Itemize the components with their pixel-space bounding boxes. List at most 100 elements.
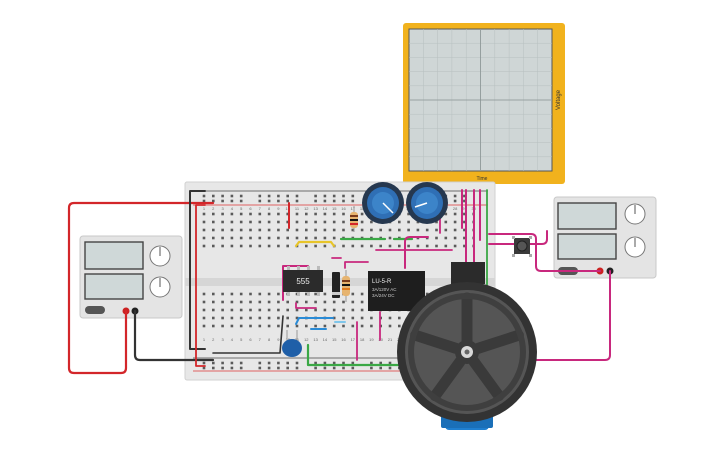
rail-hole[interactable] [277,366,280,370]
breadboard-hole[interactable] [277,308,280,312]
breadboard-hole[interactable] [230,292,234,296]
breadboard-hole[interactable] [323,236,327,240]
breadboard-hole[interactable] [239,300,243,304]
potentiometer-icon[interactable] [406,182,448,224]
rail-hole[interactable] [221,366,224,370]
breadboard-hole[interactable] [435,236,438,240]
breadboard-hole[interactable] [332,308,336,312]
breadboard-hole[interactable] [249,212,252,216]
relay[interactable]: LU-5-R 3A/120V AC 3A/24V DC [368,271,425,311]
rail-hole[interactable] [221,199,224,203]
breadboard-hole[interactable] [239,292,243,296]
breadboard-hole[interactable] [453,236,457,240]
rail-hole[interactable] [286,194,289,198]
rail-hole[interactable] [351,194,355,198]
breadboard-hole[interactable] [314,308,317,312]
rail-hole[interactable] [212,366,215,370]
breadboard-hole[interactable] [202,220,206,224]
breadboard-hole[interactable] [370,324,373,328]
breadboard-hole[interactable] [221,220,224,224]
breadboard-hole[interactable] [221,244,224,248]
breadboard-hole[interactable] [286,316,289,320]
breadboard-hole[interactable] [398,244,401,248]
rail-hole[interactable] [230,366,234,370]
diode-icon[interactable] [332,272,340,298]
breadboard-hole[interactable] [295,236,299,240]
breadboard-hole[interactable] [221,212,224,216]
rail-hole[interactable] [323,366,327,370]
breadboard-hole[interactable] [463,244,466,248]
breadboard-hole[interactable] [249,292,252,296]
rail-hole[interactable] [212,194,215,198]
rail-hole[interactable] [314,199,317,203]
rail-hole[interactable] [286,361,289,365]
breadboard-hole[interactable] [267,292,271,296]
breadboard-hole[interactable] [444,228,448,232]
breadboard-hole[interactable] [249,324,252,328]
breadboard-hole[interactable] [221,292,224,296]
breadboard-hole[interactable] [342,228,345,232]
breadboard-hole[interactable] [277,228,280,232]
rail-hole[interactable] [267,361,271,365]
breadboard-hole[interactable] [239,308,243,312]
rail-hole[interactable] [239,194,243,198]
breadboard-hole[interactable] [239,228,243,232]
breadboard-hole[interactable] [351,324,355,328]
rail-hole[interactable] [342,194,345,198]
rail-hole[interactable] [258,199,262,203]
breadboard-hole[interactable] [239,220,243,224]
breadboard-hole[interactable] [463,212,466,216]
breadboard-hole[interactable] [230,244,234,248]
rail-hole[interactable] [370,361,373,365]
breadboard-hole[interactable] [258,308,262,312]
breadboard-hole[interactable] [267,324,271,328]
breadboard-hole[interactable] [221,324,224,328]
breadboard-hole[interactable] [360,228,364,232]
breadboard-hole[interactable] [305,324,308,328]
breadboard-hole[interactable] [463,220,466,224]
rail-hole[interactable] [323,199,327,203]
rail-hole[interactable] [453,199,457,203]
breadboard-hole[interactable] [258,292,262,296]
breadboard-hole[interactable] [212,236,215,240]
breadboard-hole[interactable] [202,236,206,240]
breadboard-hole[interactable] [360,300,364,304]
rail-hole[interactable] [239,199,243,203]
rail-hole[interactable] [202,361,206,365]
breadboard-hole[interactable] [277,316,280,320]
breadboard-hole[interactable] [249,220,252,224]
breadboard-hole[interactable] [314,228,317,232]
breadboard-hole[interactable] [258,316,262,320]
breadboard-hole[interactable] [221,316,224,320]
breadboard-hole[interactable] [305,236,308,240]
breadboard-hole[interactable] [314,220,317,224]
breadboard-hole[interactable] [230,300,234,304]
breadboard-hole[interactable] [258,236,262,240]
rail-hole[interactable] [342,361,345,365]
breadboard-hole[interactable] [425,228,429,232]
breadboard-hole[interactable] [267,228,271,232]
breadboard-hole[interactable] [212,324,215,328]
breadboard-hole[interactable] [258,244,262,248]
breadboard-hole[interactable] [314,292,317,296]
breadboard-hole[interactable] [295,308,299,312]
breadboard-hole[interactable] [286,220,289,224]
breadboard-hole[interactable] [332,228,336,232]
breadboard-hole[interactable] [416,244,420,248]
breadboard-hole[interactable] [360,308,364,312]
breadboard-hole[interactable] [277,220,280,224]
breadboard-hole[interactable] [416,220,420,224]
breadboard-hole[interactable] [323,244,327,248]
breadboard-hole[interactable] [295,300,299,304]
power-switch[interactable] [85,306,105,314]
breadboard-hole[interactable] [277,236,280,240]
rail-hole[interactable] [258,194,262,198]
breadboard-hole[interactable] [407,244,410,248]
breadboard-hole[interactable] [212,220,215,224]
rail-hole[interactable] [221,361,224,365]
breadboard-hole[interactable] [212,308,215,312]
breadboard-hole[interactable] [342,308,345,312]
breadboard-hole[interactable] [239,324,243,328]
rail-hole[interactable] [230,199,234,203]
